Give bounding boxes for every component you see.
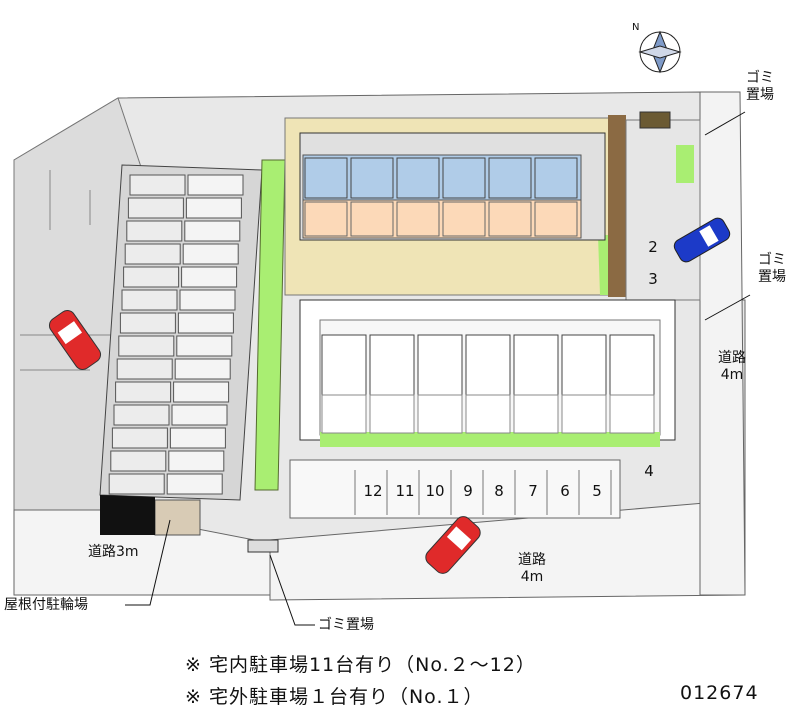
label-bicycle-parking: 屋根付駐輪場: [4, 597, 88, 613]
unit-bottom-upper: [609, 334, 655, 396]
parking-bay-bottom: [289, 459, 621, 519]
unit-left-a: [111, 427, 168, 449]
parking-slot-7: 7: [528, 482, 538, 500]
parking-slot-10: 10: [425, 482, 445, 500]
unit-left-a: [115, 381, 172, 403]
unit-left-b: [181, 266, 238, 288]
unit-left-a: [124, 243, 181, 265]
unit-top-upper: [350, 157, 394, 199]
unit-left-b: [174, 358, 231, 380]
unit-bottom-upper: [321, 334, 367, 396]
leader-bicycle: [125, 519, 171, 606]
unit-left-a: [129, 174, 186, 196]
building-left: [99, 164, 263, 501]
compass-north-label: N: [632, 22, 639, 33]
unit-left-b: [173, 381, 230, 403]
building-bottom: [299, 299, 676, 447]
road-right: [699, 91, 746, 596]
label-garbage-mid-right: ゴミ 置場: [758, 252, 786, 285]
car-red-bottom: [425, 516, 481, 574]
unit-left-a: [123, 266, 180, 288]
leader-garbage-bottom: [269, 554, 315, 626]
compass-rose-icon: N: [632, 22, 682, 74]
garbage-box-top: [639, 111, 671, 129]
unit-left-a: [127, 197, 184, 219]
unit-left-a: [113, 404, 170, 426]
unit-left-a: [126, 220, 183, 242]
garbage-box-bottom: [247, 539, 279, 553]
car-blue: [673, 217, 731, 263]
property-code: 012674: [680, 682, 759, 704]
parking-lawn: [676, 145, 694, 183]
unit-top-upper: [534, 157, 578, 199]
unit-bottom-lower: [321, 394, 367, 434]
unit-left-b: [184, 220, 241, 242]
label-garbage-bottom: ゴミ置場: [318, 617, 374, 633]
unit-top-upper: [442, 157, 486, 199]
unit-bottom-upper: [513, 334, 559, 396]
unit-bottom-lower: [369, 394, 415, 434]
unit-left-b: [169, 427, 226, 449]
unit-top-upper: [304, 157, 348, 199]
unit-left-b: [166, 473, 223, 495]
unit-left-b: [171, 404, 228, 426]
unit-left-a: [108, 473, 165, 495]
unit-left-b: [168, 450, 225, 472]
label-garbage-top-right: ゴミ 置場: [746, 70, 774, 103]
parking-slot-5: 5: [592, 482, 602, 500]
unit-left-b: [187, 174, 244, 196]
unit-left-b: [179, 289, 236, 311]
note-offsite-parking: ※ 宅外駐車場１台有り（No.１）: [185, 686, 484, 708]
unit-top-lower: [488, 201, 532, 237]
unit-left-b: [185, 197, 242, 219]
parking-slot-9: 9: [463, 482, 473, 500]
unit-top-lower: [350, 201, 394, 237]
unit-left-a: [110, 450, 167, 472]
unit-left-b: [177, 312, 234, 334]
dark-structure: [100, 495, 155, 535]
unit-bottom-lower: [417, 394, 463, 434]
label-road-right: 道路 4m: [718, 350, 746, 383]
unit-bottom-upper: [561, 334, 607, 396]
unit-bottom-upper: [369, 334, 415, 396]
leader-garbage-top: [704, 111, 746, 136]
unit-left-b: [182, 243, 239, 265]
parking-slot-12: 12: [363, 482, 383, 500]
building-top: [299, 132, 606, 241]
unit-top-upper: [396, 157, 440, 199]
unit-bottom-lower: [561, 394, 607, 434]
unit-left-a: [119, 312, 176, 334]
unit-bottom-lower: [513, 394, 559, 434]
unit-top-lower: [442, 201, 486, 237]
car-red-left: [48, 310, 102, 370]
unit-top-lower: [304, 201, 348, 237]
leader-garbage-mid: [704, 294, 751, 321]
unit-left-b: [176, 335, 233, 357]
lawn-strip: [254, 159, 286, 491]
unit-bottom-lower: [465, 394, 511, 434]
unit-left-a: [118, 335, 175, 357]
parking-slot-6: 6: [560, 482, 570, 500]
unit-bottom-lower: [609, 394, 655, 434]
unit-top-lower: [534, 201, 578, 237]
bicycle-parking-area: [154, 499, 201, 536]
unit-left-a: [121, 289, 178, 311]
parking-slot-8: 8: [494, 482, 504, 500]
parking-slot-2: 2: [648, 238, 658, 256]
unit-top-upper: [488, 157, 532, 199]
note-onsite-parking: ※ 宅内駐車場11台有り（No.２〜12）: [185, 654, 536, 676]
label-road-bottom: 道路 4m: [518, 552, 546, 585]
unit-top-lower: [396, 201, 440, 237]
unit-bottom-upper: [465, 334, 511, 396]
parking-slot-11: 11: [395, 482, 415, 500]
unit-bottom-upper: [417, 334, 463, 396]
parking-slot-3: 3: [648, 270, 658, 288]
parking-slot-4: 4: [644, 462, 654, 480]
label-road-left: 道路3m: [88, 544, 139, 560]
unit-left-a: [116, 358, 173, 380]
hedge-strip: [608, 115, 626, 297]
